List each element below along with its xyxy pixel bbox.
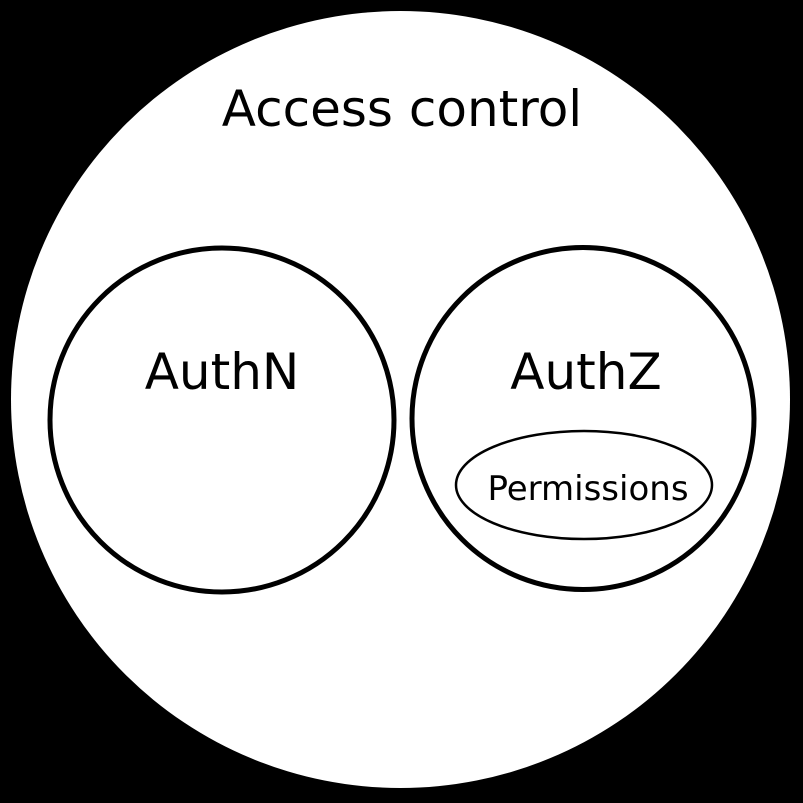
permissions-subset-label: Permissions xyxy=(487,469,688,509)
authn-set-circle xyxy=(47,245,397,595)
diagram-title: Access control xyxy=(222,80,582,138)
authz-set-label: AuthZ xyxy=(510,343,661,401)
permissions-subset-ellipse xyxy=(454,429,714,541)
authn-set-label: AuthN xyxy=(145,343,300,401)
access-control-set-ellipse xyxy=(11,11,790,788)
